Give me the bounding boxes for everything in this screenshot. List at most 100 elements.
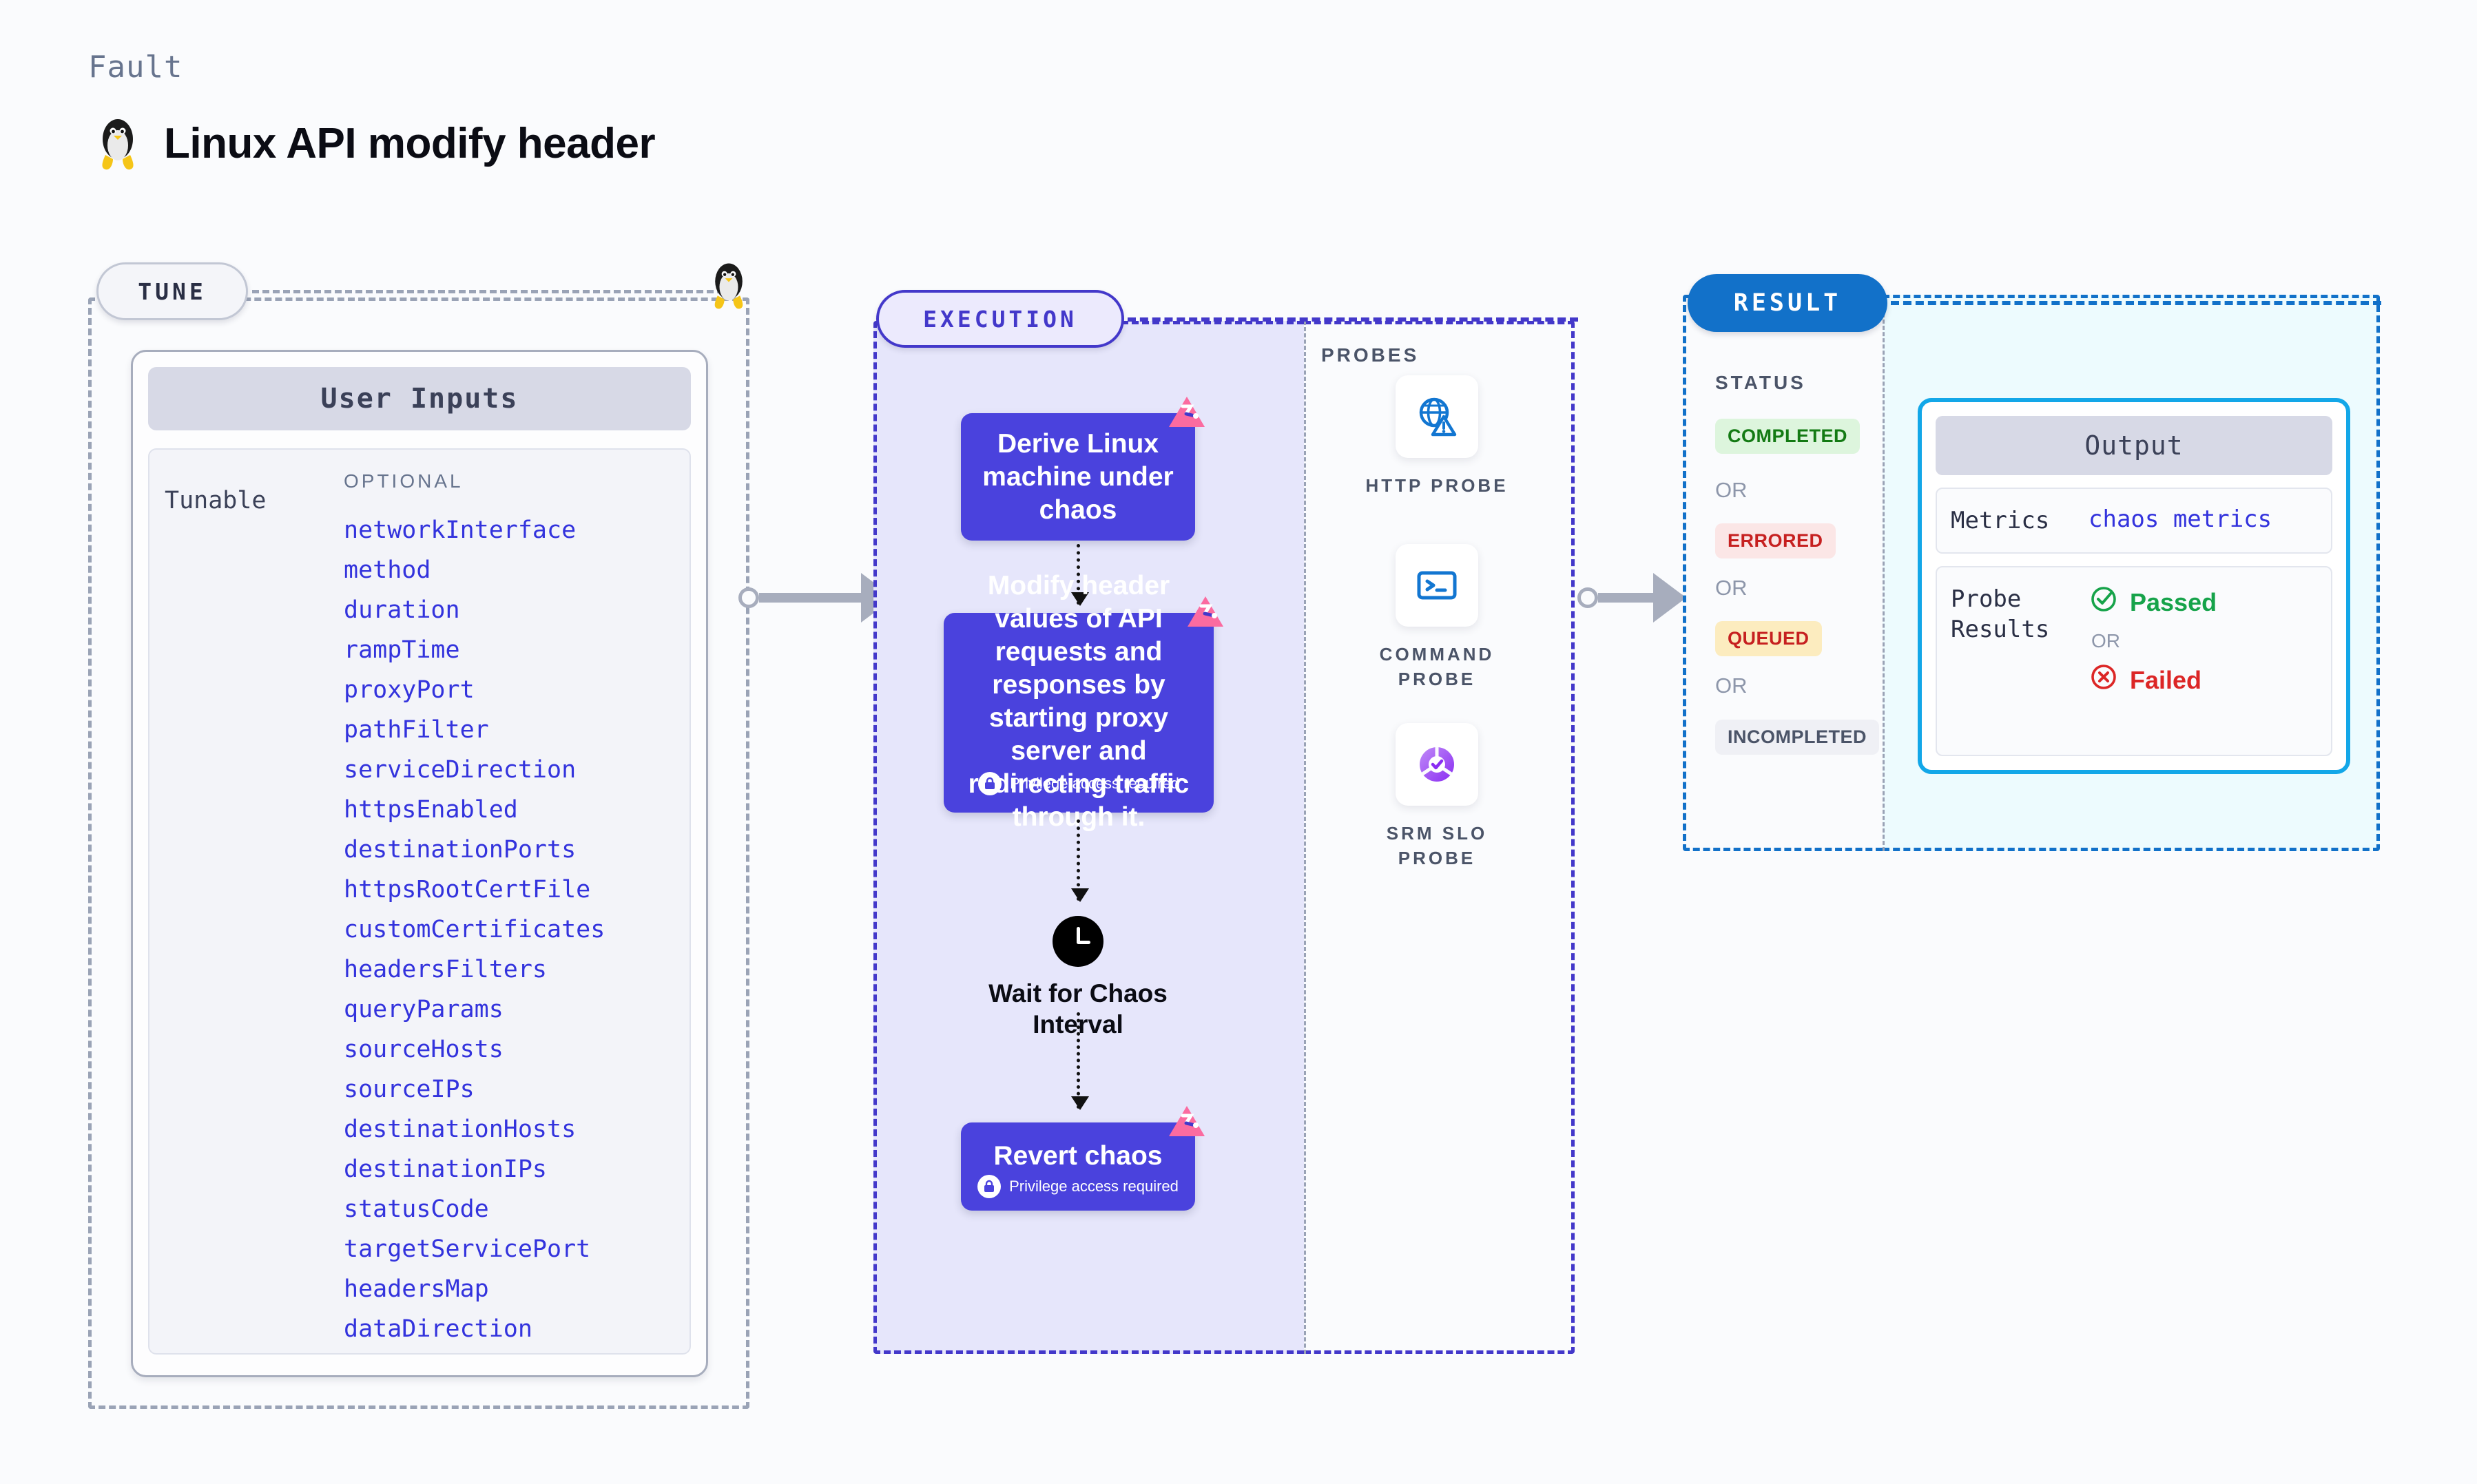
tune-pill[interactable]: TUNE: [96, 262, 248, 320]
execution-node-label: Revert chaos: [993, 1141, 1163, 1171]
tunable-list: OPTIONAL networkInterface method duratio…: [342, 470, 677, 1353]
tunable-item[interactable]: method: [344, 556, 431, 584]
connector-dot: [738, 587, 759, 608]
probe-result-passed: Passed: [2089, 584, 2217, 620]
clock-icon: [1053, 916, 1103, 967]
tune-region: [88, 297, 749, 1409]
tunable-item[interactable]: statusCode: [344, 1195, 489, 1223]
tunable-item[interactable]: destinationHosts: [344, 1116, 577, 1143]
execution-node-label: Modify header values of API requests and…: [968, 571, 1190, 832]
tunable-item[interactable]: httpsRootCertFile: [344, 876, 591, 903]
privilege-badge-label: Privilege access required: [1009, 1178, 1179, 1195]
tunable-item[interactable]: queryParams: [344, 996, 504, 1023]
tunable-item[interactable]: destinationIPs: [344, 1156, 548, 1183]
x-circle-icon: [2089, 662, 2119, 698]
tunable-item[interactable]: sourceIPs: [344, 1076, 475, 1103]
tunable-item[interactable]: customCertificates: [344, 916, 605, 943]
probe-command[interactable]: COMMAND PROBE: [1361, 544, 1513, 691]
page-kicker: Fault: [88, 50, 183, 85]
execution-connector-3: [1071, 1012, 1089, 1110]
probes-section-label: PROBES: [1321, 344, 1420, 366]
probe-result-failed: Failed: [2089, 662, 2217, 698]
linux-penguin-icon: [96, 116, 139, 171]
lock-icon: [977, 1175, 1002, 1198]
execution-node-revert-chaos[interactable]: Revert chaos Privilege access required: [961, 1106, 1205, 1211]
status-badge-errored: ERRORED: [1715, 523, 1836, 558]
status-or-label: OR: [1715, 478, 1748, 502]
status-badge-incompleted: INCOMPLETED: [1715, 720, 1880, 755]
tunable-item[interactable]: headersMap: [344, 1275, 489, 1303]
terminal-icon: [1396, 544, 1478, 627]
tunable-item[interactable]: destinationPorts: [344, 836, 577, 864]
execution-node-label: Derive Linux machine under chaos: [982, 428, 1174, 525]
tunable-label: Tunable: [165, 487, 267, 514]
privilege-badge-label: Privilege access required: [1010, 775, 1179, 792]
connector-dot: [1577, 587, 1598, 608]
output-title: Output: [1936, 416, 2332, 475]
result-output-divider: [1883, 295, 1885, 851]
execution-node-derive[interactable]: Derive Linux machine under chaos: [961, 397, 1205, 541]
connector-line: [1598, 593, 1655, 603]
tunable-item[interactable]: targetServicePort: [344, 1235, 591, 1263]
execution-probes-divider: [1304, 321, 1306, 1354]
output-metrics-value[interactable]: chaos metrics: [2089, 505, 2272, 533]
execution-node-modify-header[interactable]: Modify header values of API requests and…: [944, 571, 1223, 832]
user-inputs-card: User Inputs Tunable OPTIONAL networkInte…: [131, 350, 708, 1377]
probe-result-or-label: OR: [2091, 630, 2120, 651]
probe-label: COMMAND PROBE: [1379, 644, 1495, 689]
srm-slo-icon: [1396, 723, 1478, 806]
tunable-item[interactable]: headersFilters: [344, 956, 548, 983]
result-pill[interactable]: RESULT: [1688, 274, 1887, 332]
page-title: Linux API modify header: [164, 119, 656, 167]
tunable-item[interactable]: networkInterface: [344, 516, 577, 544]
user-inputs-title: User Inputs: [148, 367, 691, 430]
tunable-item[interactable]: httpsEnabled: [344, 796, 518, 824]
tunable-item[interactable]: dataDirection: [344, 1315, 532, 1343]
tunable-item[interactable]: sourceHosts: [344, 1036, 504, 1063]
chaos-badge-icon: [1186, 595, 1225, 639]
privilege-badge: Privilege access required: [961, 1175, 1195, 1198]
output-probe-results-values: Passed OR Failed: [2089, 584, 2217, 738]
globe-warning-icon: [1396, 375, 1478, 458]
probe-result-passed-label: Passed: [2130, 587, 2217, 616]
output-card: Output Metrics chaos metrics Probe Resul…: [1918, 398, 2350, 774]
probe-result-failed-label: Failed: [2130, 665, 2202, 694]
output-metrics-row: Metrics chaos metrics: [1936, 488, 2332, 554]
tunable-item[interactable]: proxyPort: [344, 676, 475, 704]
probe-srm-slo[interactable]: SRM SLO PROBE: [1361, 723, 1513, 870]
status-section-label: STATUS: [1715, 372, 1806, 393]
user-inputs-body: Tunable OPTIONAL networkInterface method…: [148, 448, 691, 1355]
optional-group-label: OPTIONAL: [344, 470, 464, 492]
tunable-item[interactable]: duration: [344, 596, 460, 624]
status-badge-completed: COMPLETED: [1715, 419, 1861, 454]
arrow-head-icon: [1653, 573, 1686, 623]
tunable-item[interactable]: pathFilter: [344, 716, 489, 744]
chaos-badge-icon: [1168, 1105, 1206, 1147]
execution-connector-2: [1071, 819, 1089, 902]
output-metrics-key: Metrics: [1951, 507, 2050, 534]
probe-http[interactable]: HTTP PROBE: [1361, 375, 1513, 498]
result-leader-line: [1891, 301, 2381, 305]
status-or-label: OR: [1715, 673, 1748, 698]
lock-icon: [978, 772, 1002, 795]
wait-node-label: Wait for Chaos Interval: [988, 979, 1168, 1038]
tune-penguin-icon: [709, 260, 748, 313]
execution-pill[interactable]: EXECUTION: [876, 290, 1124, 348]
probe-label: SRM SLO PROBE: [1386, 823, 1488, 868]
probe-label: HTTP PROBE: [1365, 475, 1509, 496]
execution-leader-line: [1128, 317, 1578, 322]
execution-connector-1: [1071, 544, 1089, 606]
tunable-item[interactable]: rampTime: [344, 636, 460, 664]
status-badge-queued: QUEUED: [1715, 621, 1822, 656]
output-probe-results-row: Probe Results Passed OR: [1936, 566, 2332, 756]
privilege-badge: Privilege access required: [944, 767, 1214, 800]
check-circle-icon: [2089, 584, 2119, 620]
execution-wait-node: Wait for Chaos Interval: [961, 916, 1195, 1040]
tunable-item[interactable]: serviceDirection: [344, 756, 577, 784]
connector-line: [759, 593, 862, 603]
chaos-badge-icon: [1168, 395, 1206, 439]
output-probe-results-key: Probe Results: [1951, 585, 2050, 643]
page-header-row: Linux API modify header: [96, 116, 656, 171]
probes-region: [1304, 321, 1575, 1354]
